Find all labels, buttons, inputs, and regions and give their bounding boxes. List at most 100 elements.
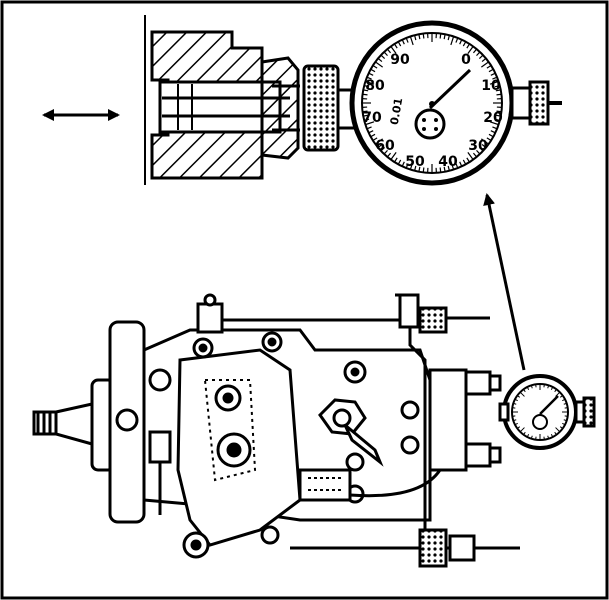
scale-label-40: 40 — [438, 154, 458, 170]
knurled-collar — [302, 64, 340, 152]
dial-tick — [409, 36, 414, 46]
dial-ticks — [362, 33, 502, 173]
revolution-counter — [414, 108, 446, 140]
dial-tick — [363, 89, 369, 92]
dial-tick — [439, 167, 442, 173]
dial-pointer — [428, 68, 472, 110]
dial-tick — [380, 54, 386, 59]
dial-tick — [467, 151, 474, 160]
dial-tick — [547, 435, 550, 439]
dial-tick — [362, 93, 368, 96]
scale-label-30: 30 — [468, 138, 488, 154]
injection-pump-assembly — [32, 293, 520, 568]
dial-tick — [462, 159, 467, 165]
dial-tick — [466, 43, 471, 49]
dial-tick — [459, 161, 463, 167]
dial-tick — [547, 385, 550, 389]
dial-tick — [489, 80, 499, 85]
dial-tick — [481, 57, 487, 63]
scale-label-0: 0 — [461, 52, 471, 68]
dial-tick — [443, 34, 446, 40]
dial-tick — [366, 126, 372, 130]
dial-tick — [450, 160, 455, 170]
small-dial-ticks — [512, 384, 568, 440]
dial-tick — [478, 54, 484, 59]
dial-tick — [377, 57, 383, 63]
dial-tick — [494, 118, 500, 121]
scale-label-80: 80 — [365, 78, 385, 94]
dial-tick — [526, 386, 530, 390]
dial-tick — [386, 152, 392, 158]
dial-tick — [372, 137, 378, 142]
dial-tick — [496, 110, 502, 113]
gauge-lift-knob — [528, 80, 550, 126]
dial-tick — [414, 165, 417, 171]
dial-tick — [380, 147, 386, 152]
dial-tick — [393, 157, 398, 163]
dial-tick — [523, 389, 526, 393]
dial-tick — [517, 426, 521, 429]
dial-tick — [519, 391, 525, 397]
dial-gauge-small — [498, 374, 596, 450]
dial-tick — [472, 152, 478, 158]
dial-tick — [377, 143, 383, 149]
dial-tick — [459, 39, 463, 45]
dial-tick — [401, 161, 405, 167]
dial-tick — [492, 126, 498, 130]
dial-tick — [480, 61, 489, 68]
dial-tick — [486, 64, 492, 69]
dial-tick — [486, 137, 492, 142]
scale-label-70: 70 — [362, 110, 382, 126]
dial-tick — [466, 157, 471, 163]
dial-tick — [550, 434, 554, 438]
dial-tick — [519, 427, 525, 433]
dial-tick — [366, 76, 372, 80]
dial-tick — [496, 93, 502, 96]
scale-label-60: 60 — [375, 138, 395, 154]
dial-tick — [513, 402, 517, 405]
dial-tick — [481, 143, 487, 149]
dial-tick — [397, 41, 402, 47]
adapter-nut — [260, 56, 300, 160]
dial-tick — [563, 419, 567, 422]
dial-tick — [422, 167, 425, 173]
scale-label-20: 20 — [483, 110, 503, 126]
dial-tick — [439, 33, 442, 39]
small-dial-pointer — [539, 395, 559, 415]
dial-tick — [550, 386, 554, 390]
dial-tick — [490, 72, 496, 76]
dial-tick — [489, 121, 499, 126]
dial-tick — [554, 389, 557, 393]
dial-tick — [476, 149, 481, 155]
dial-tick — [414, 35, 417, 41]
dial-tick — [447, 35, 450, 41]
dial-gauge-large: 0 10 20 30 40 50 60 70 80 90 0.01 — [349, 20, 562, 186]
dial-tick — [365, 80, 375, 85]
dial-tick — [362, 110, 368, 113]
dial-tick — [488, 133, 494, 138]
dial-tick — [530, 435, 533, 439]
dial-tick — [375, 138, 384, 145]
dial-tick — [418, 166, 421, 172]
dial-tick — [364, 85, 370, 88]
dial-tick — [480, 138, 489, 145]
dial-tick — [363, 114, 369, 117]
dial-tick — [405, 163, 409, 169]
dial-tick — [530, 385, 533, 389]
dial-tick — [554, 431, 557, 435]
dial-tick — [526, 434, 530, 438]
dial-tick — [495, 89, 501, 92]
dial-tick — [372, 64, 378, 69]
dial-tick — [514, 398, 518, 402]
plunger-bore — [158, 80, 282, 134]
dial-tick — [494, 85, 500, 88]
dial-tick — [559, 426, 563, 429]
dial-tick — [422, 33, 425, 39]
dial-tick — [397, 159, 402, 165]
dial-tick — [455, 163, 459, 169]
dial-tick — [364, 118, 370, 121]
dial-tick — [523, 431, 526, 435]
dial-tick — [472, 48, 478, 54]
dial-tick — [513, 419, 517, 422]
